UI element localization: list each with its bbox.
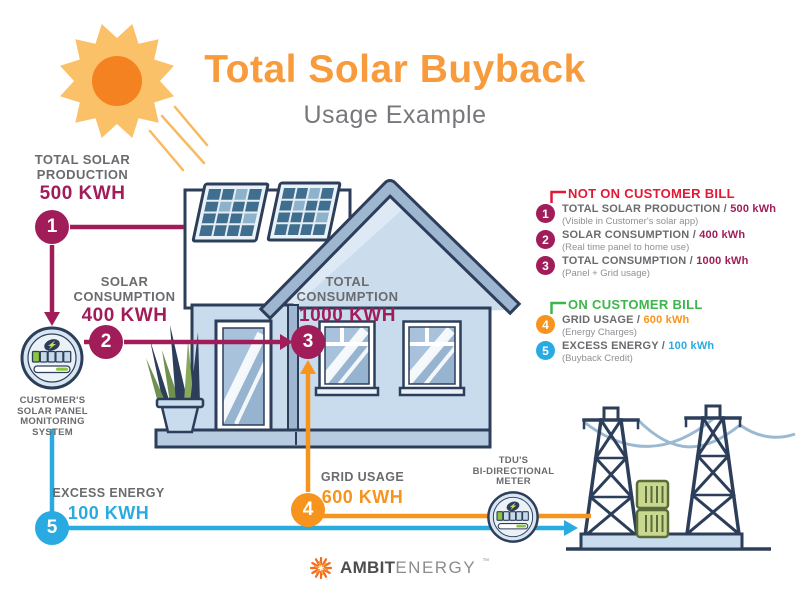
excess-energy-flow-line — [49, 429, 564, 531]
legend-badge-3: 3 — [536, 256, 555, 275]
production-flow-line — [49, 224, 282, 345]
step-badge-1: 1 — [35, 210, 69, 244]
step-badge-4: 4 — [291, 493, 325, 527]
value-solar-consumption: 400 KWH — [81, 305, 168, 326]
legend-heading-not-on-bill: NOT ON CUSTOMER BILL — [568, 186, 735, 201]
page-subtitle: Usage Example — [303, 101, 487, 129]
arrow-right — [280, 334, 293, 350]
legend-heading-on-bill: ON CUSTOMER BILL — [568, 297, 703, 312]
value-total-consumption: 1000 KWH — [299, 305, 396, 326]
logo-text-energy: ENERGY — [395, 558, 477, 577]
window — [398, 320, 466, 397]
legend-item: 2 SOLAR CONSUMPTION / 400 kWh (Real time… — [536, 229, 798, 253]
legend-bracket-green — [550, 301, 566, 314]
legend-badge-4: 4 — [536, 315, 555, 334]
customer-meter-caption: CUSTOMER'S SOLAR PANEL MONITORING SYSTEM — [17, 395, 88, 438]
solar-panel — [191, 182, 270, 243]
window — [314, 320, 380, 397]
legend-badge-1: 1 — [536, 204, 555, 223]
label-grid-usage: GRID USAGE 600 KWH — [290, 470, 435, 507]
header: Total Solar Buyback Usage Example — [150, 48, 640, 130]
page-title: Total Solar Buyback — [204, 48, 586, 91]
label-excess-energy: EXCESS ENERGY 100 KWH — [36, 486, 181, 523]
step-badge-2: 2 — [89, 325, 123, 359]
arrow-right — [564, 520, 578, 536]
value-grid-usage: 600 KWH — [321, 487, 404, 507]
step-badge-3: 3 — [291, 325, 325, 359]
sun-icon — [60, 24, 174, 138]
potted-plant — [146, 325, 205, 434]
arrow-down — [44, 312, 60, 326]
legend-bracket-red — [550, 190, 566, 203]
value-excess-energy: 100 KWH — [67, 503, 150, 523]
label-total-consumption: TOTAL CONSUMPTION 1000 KWH — [275, 274, 420, 326]
legend-badge-2: 2 — [536, 230, 555, 249]
transformer-boxes — [635, 479, 670, 539]
tdu-meter-caption: TDU'S BI-DIRECTIONAL METER — [472, 455, 555, 487]
transmission-tower — [684, 404, 742, 536]
arrow-up — [300, 360, 316, 374]
legend-item: 5 EXCESS ENERGY / 100 kWh (Buyback Credi… — [536, 340, 798, 364]
step-badge-5: 5 — [35, 511, 69, 545]
gable-wall — [270, 187, 510, 315]
flow-lines — [44, 190, 591, 536]
value-total-solar-production: 500 KWH — [39, 183, 126, 204]
legend-item: 4 GRID USAGE / 600 kWh (Energy Charges) — [536, 314, 798, 338]
logo-trademark: ™ — [482, 558, 490, 565]
label-solar-consumption: SOLAR CONSUMPTION 400 KWH — [52, 274, 197, 326]
foundation — [154, 428, 492, 449]
logo-text-ambit: AMBIT — [340, 558, 396, 577]
legend-badge-5: 5 — [536, 341, 555, 360]
ambit-starburst-icon — [309, 556, 333, 580]
label-total-solar-production: TOTAL SOLAR PRODUCTION 500 KWH — [10, 152, 155, 204]
tdu-meter-icon — [487, 491, 539, 543]
legend-item: 3 TOTAL CONSUMPTION / 1000 kWh (Panel + … — [536, 255, 798, 279]
customer-meter-icon — [20, 326, 84, 390]
house-illustration — [146, 179, 522, 449]
grid-usage-flow-line — [305, 372, 591, 519]
ambit-energy-logo: AMBITENERGY ™ — [308, 555, 489, 581]
sun-ray-streaks — [148, 105, 209, 172]
front-door — [214, 319, 273, 434]
legend-item: 1 TOTAL SOLAR PRODUCTION / 500 kWh (Visi… — [536, 203, 798, 227]
power-grid-illustration — [566, 404, 796, 551]
solar-panel — [266, 181, 342, 242]
